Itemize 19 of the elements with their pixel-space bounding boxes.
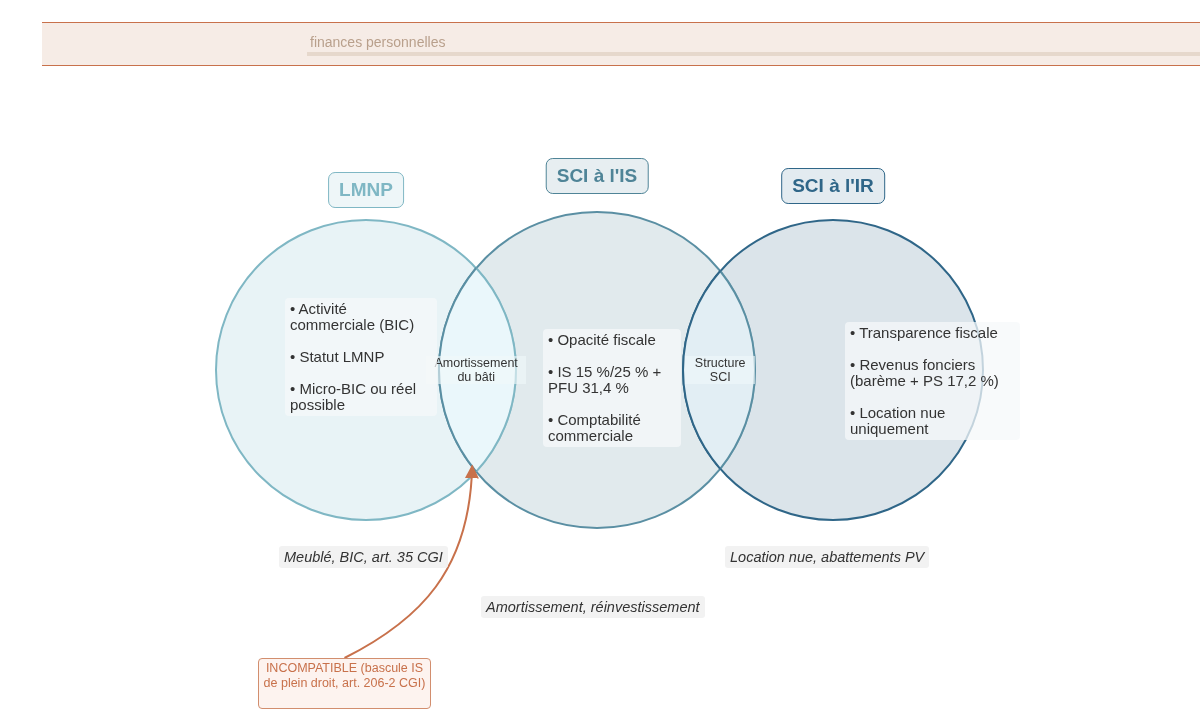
warning-box: INCOMPATIBLE (bascule IS de plein droit, art. 206-2 CGI) [258,658,431,709]
bullet-text: • Location nue uniquement [850,405,947,437]
bullet-text: • Comptabilité commerciale [548,412,642,444]
caption: Amortissement, réinvestissement [481,596,705,618]
circle-title: SCI à l'IS [545,158,649,194]
tagline: finances personnelles [310,34,446,50]
bullet-text: • Transparence fiscale [850,325,999,341]
caption: Location nue, abattements PV [725,546,930,568]
arrow [343,464,479,659]
bullet-text: • Revenus fonciers (barème + PS 17,2 %) [850,357,1000,389]
caption: Meublé, BIC, art. 35 CGI [279,546,448,568]
bullet-text: • Activité commerciale (BIC) [290,301,416,333]
bullet-text: • Statut LMNP [290,349,386,365]
bullet-text: • IS 15 %/25 % + PFU 31,4 % [548,364,663,396]
circle-title: LMNP [328,172,404,208]
bullet-text: • Micro-BIC ou réel possible [290,381,418,413]
overlap-label: Structure SCI [685,356,756,384]
bullet-text: • Opacité fiscale [548,332,657,348]
circle-title: SCI à l'IR [781,168,885,204]
